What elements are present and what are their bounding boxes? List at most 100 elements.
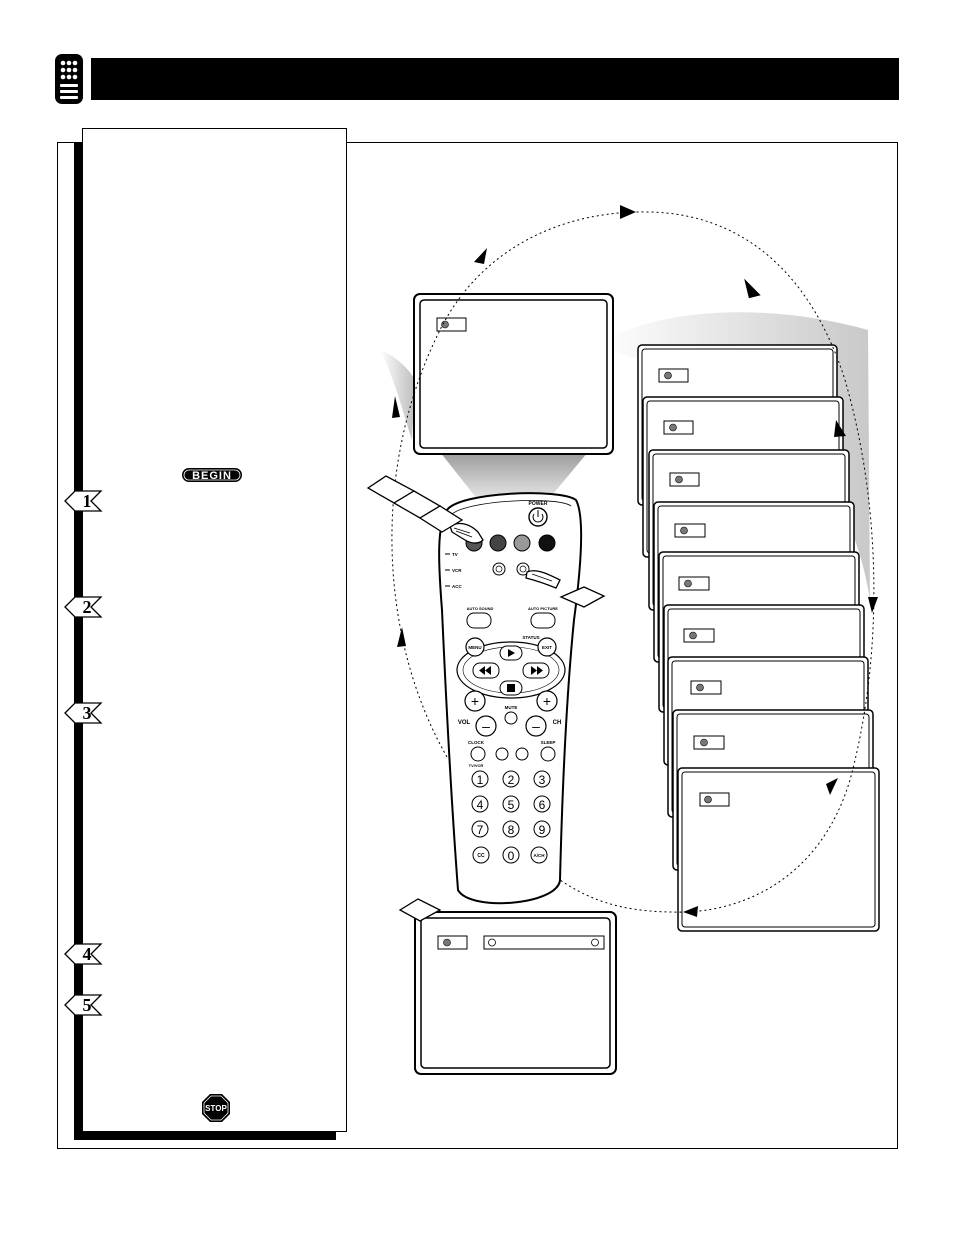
auto-sound-button[interactable] bbox=[466, 612, 492, 629]
vol-label: VOL bbox=[458, 720, 471, 726]
hand-pointer-icon bbox=[449, 522, 484, 544]
number-pad: 1 2 3 4 5 6 7 8 9 CC 0 A/CH bbox=[471, 770, 551, 864]
digit-label: 9 bbox=[539, 823, 546, 837]
color-button[interactable] bbox=[538, 534, 556, 552]
hand-pointer-icon bbox=[525, 570, 561, 589]
digit-button[interactable] bbox=[533, 795, 551, 813]
step-badge-3: 3 bbox=[63, 701, 103, 724]
stop-label: STOP bbox=[205, 1104, 227, 1113]
digit-button[interactable] bbox=[502, 820, 520, 838]
arrow-head bbox=[392, 396, 400, 418]
vcr-button[interactable] bbox=[515, 747, 529, 761]
mute-label: MUTE bbox=[505, 705, 518, 710]
digit-label: CC bbox=[477, 853, 485, 859]
tv-screen-stack-item bbox=[677, 767, 880, 932]
menu-button[interactable] bbox=[465, 637, 485, 657]
arrow-head bbox=[397, 627, 406, 647]
cc-button[interactable] bbox=[472, 846, 490, 864]
tvvcr-label: TV/VCR bbox=[469, 763, 484, 768]
step-number: 3 bbox=[83, 703, 92, 723]
begin-badge: BEGIN bbox=[181, 467, 243, 488]
clock-label: CLOCK bbox=[468, 740, 485, 745]
remote-control: POWER TV VCR ACC AUTO SOUND AUTO PICTURE… bbox=[438, 492, 583, 905]
digit-button[interactable] bbox=[502, 795, 520, 813]
step-number: 2 bbox=[83, 597, 92, 617]
exit-button[interactable] bbox=[537, 637, 557, 657]
auto-picture-button[interactable] bbox=[530, 612, 556, 629]
mode-label-tv: TV bbox=[452, 552, 458, 557]
status-label: STATUS bbox=[522, 635, 539, 640]
remote-control-icon bbox=[54, 53, 84, 110]
channel-up-button[interactable] bbox=[536, 690, 558, 712]
step-badge-5: 5 bbox=[63, 993, 103, 1016]
instructions-panel bbox=[82, 128, 347, 1132]
auto-picture-label: AUTO PICTURE bbox=[528, 606, 558, 611]
smart-sound-button[interactable] bbox=[492, 562, 506, 576]
digit-button[interactable] bbox=[502, 846, 520, 864]
mode-label-acc: ACC bbox=[452, 584, 462, 589]
volume-up-label: + bbox=[471, 693, 479, 709]
channel-down-button[interactable] bbox=[525, 715, 547, 737]
arrow-head bbox=[744, 278, 761, 299]
digit-button[interactable] bbox=[471, 770, 489, 788]
vcr-button[interactable] bbox=[495, 747, 509, 761]
cycle-path bbox=[391, 211, 875, 913]
sleep-label: SLEEP bbox=[541, 740, 556, 745]
power-label: POWER bbox=[529, 501, 548, 507]
step-badge-1: 1 bbox=[63, 489, 103, 512]
arrow-head bbox=[474, 248, 487, 264]
smart-picture-button[interactable] bbox=[516, 562, 530, 576]
color-button[interactable] bbox=[513, 534, 531, 552]
step-number: 4 bbox=[83, 944, 92, 964]
mode-label-vcr: VCR bbox=[452, 568, 462, 573]
digit-button[interactable] bbox=[471, 820, 489, 838]
digit-label: A/CH bbox=[534, 853, 545, 858]
panel-shadow bbox=[74, 1132, 336, 1140]
volume-up-button[interactable] bbox=[464, 690, 486, 712]
digit-button[interactable] bbox=[471, 795, 489, 813]
arrow-head bbox=[620, 205, 636, 219]
volume-down-label: – bbox=[482, 718, 490, 734]
color-button[interactable] bbox=[489, 534, 507, 552]
digit-label: 4 bbox=[477, 798, 484, 812]
digit-label: 0 bbox=[508, 849, 515, 863]
arrow-head bbox=[834, 420, 846, 437]
digit-button[interactable] bbox=[502, 770, 520, 788]
digit-button[interactable] bbox=[533, 820, 551, 838]
channel-up-label: + bbox=[543, 693, 551, 709]
arrow-head bbox=[868, 597, 878, 613]
content-frame bbox=[57, 142, 898, 1149]
arrow-head bbox=[683, 906, 698, 917]
digit-label: 2 bbox=[508, 773, 515, 787]
tv-screen-stack bbox=[637, 344, 880, 932]
step-callout-tabs bbox=[366, 475, 606, 922]
digit-label: 6 bbox=[539, 798, 546, 812]
auto-sound-label: AUTO SOUND bbox=[467, 606, 494, 611]
digit-label: 3 bbox=[539, 773, 546, 787]
step-badge-2: 2 bbox=[63, 595, 103, 618]
ach-button[interactable] bbox=[530, 846, 548, 864]
channel-down-label: – bbox=[532, 718, 540, 734]
digit-button[interactable] bbox=[533, 770, 551, 788]
stop-sign-icon: STOP bbox=[201, 1093, 231, 1128]
nav-ring bbox=[456, 641, 566, 699]
tv-screen-top bbox=[413, 293, 614, 455]
exit-label: EXIT bbox=[542, 645, 552, 650]
begin-label: BEGIN bbox=[192, 470, 232, 482]
step-number: 5 bbox=[83, 995, 92, 1015]
digit-label: 5 bbox=[508, 798, 515, 812]
digit-label: 1 bbox=[477, 773, 484, 787]
volume-down-button[interactable] bbox=[475, 715, 497, 737]
arrow-head bbox=[826, 778, 838, 795]
header-bar bbox=[91, 58, 899, 100]
panel-shadow bbox=[74, 143, 82, 1139]
digit-label: 7 bbox=[477, 823, 484, 837]
mute-button[interactable] bbox=[504, 711, 518, 725]
ch-label: CH bbox=[553, 720, 562, 726]
swoosh-shading bbox=[380, 350, 415, 440]
menu-label: MENU bbox=[468, 645, 481, 650]
sleep-button[interactable] bbox=[540, 746, 556, 762]
clock-button[interactable] bbox=[470, 746, 486, 762]
step-number: 1 bbox=[83, 491, 92, 511]
